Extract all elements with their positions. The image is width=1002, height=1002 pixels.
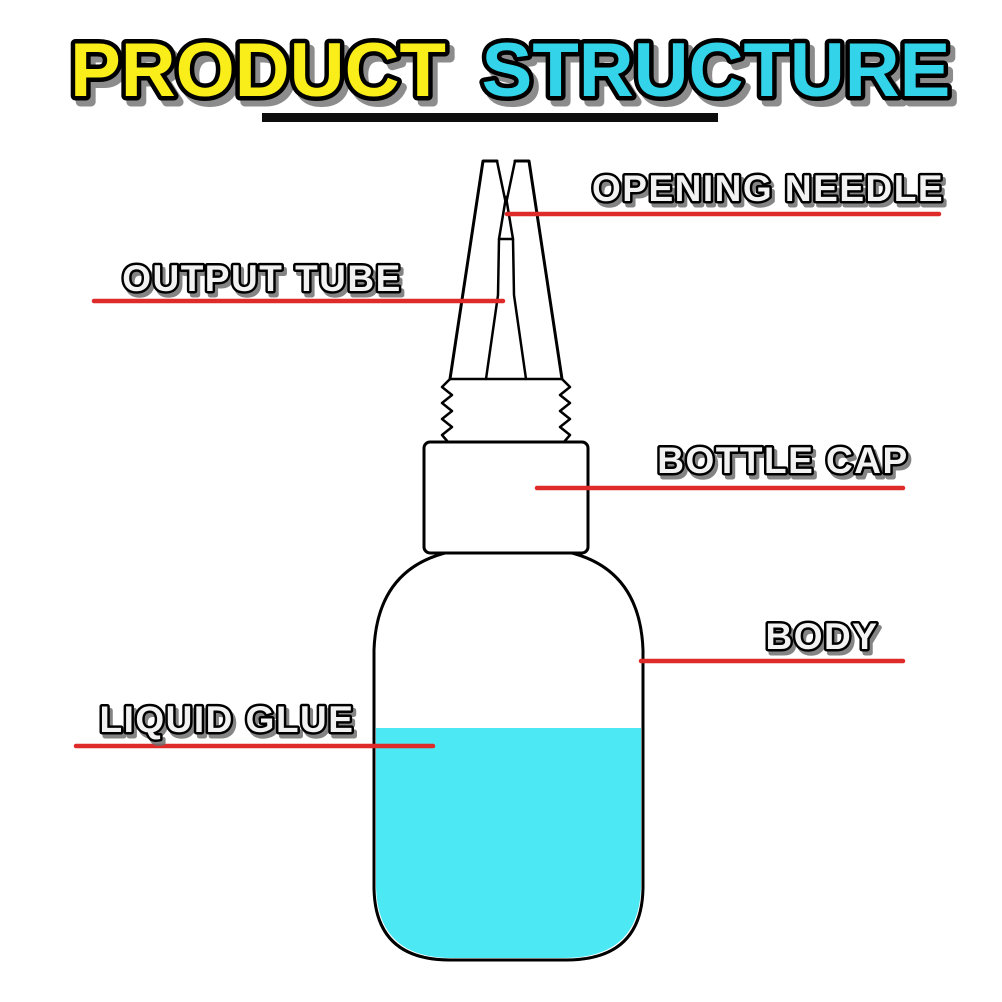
bottle-cap-shape [422, 440, 590, 555]
liquid-fill [376, 728, 641, 958]
title-underline [262, 113, 718, 122]
title-product: PRODUCT [70, 28, 446, 113]
label-bottle-cap: BOTTLE CAP [657, 440, 908, 481]
tube-right-wall [511, 237, 528, 381]
part-labels: OPENING NEEDLE OUTPUT TUBE BOTTLE CAP BO… [97, 166, 945, 743]
thread-collar [440, 377, 572, 444]
needle-tip-shape [497, 195, 515, 241]
title-structure: STRUCTURE [482, 28, 951, 113]
label-liquid-glue: LIQUID GLUE [100, 699, 355, 740]
bottle-body-outline [372, 550, 645, 962]
bottle-illustration [372, 159, 645, 962]
label-body: BODY [766, 616, 879, 657]
cone-left-side [448, 159, 499, 381]
nozzle-cone [448, 159, 564, 381]
label-output-tube: OUTPUT TUBE [122, 258, 402, 299]
thread-right-edge [558, 377, 572, 444]
output-tube-inner [484, 195, 528, 381]
leader-lines [73, 211, 942, 749]
tube-left-wall [484, 237, 501, 381]
thread-left-edge [440, 377, 454, 444]
label-opening-needle: OPENING NEEDLE [592, 168, 944, 209]
cone-right-side [513, 159, 564, 381]
